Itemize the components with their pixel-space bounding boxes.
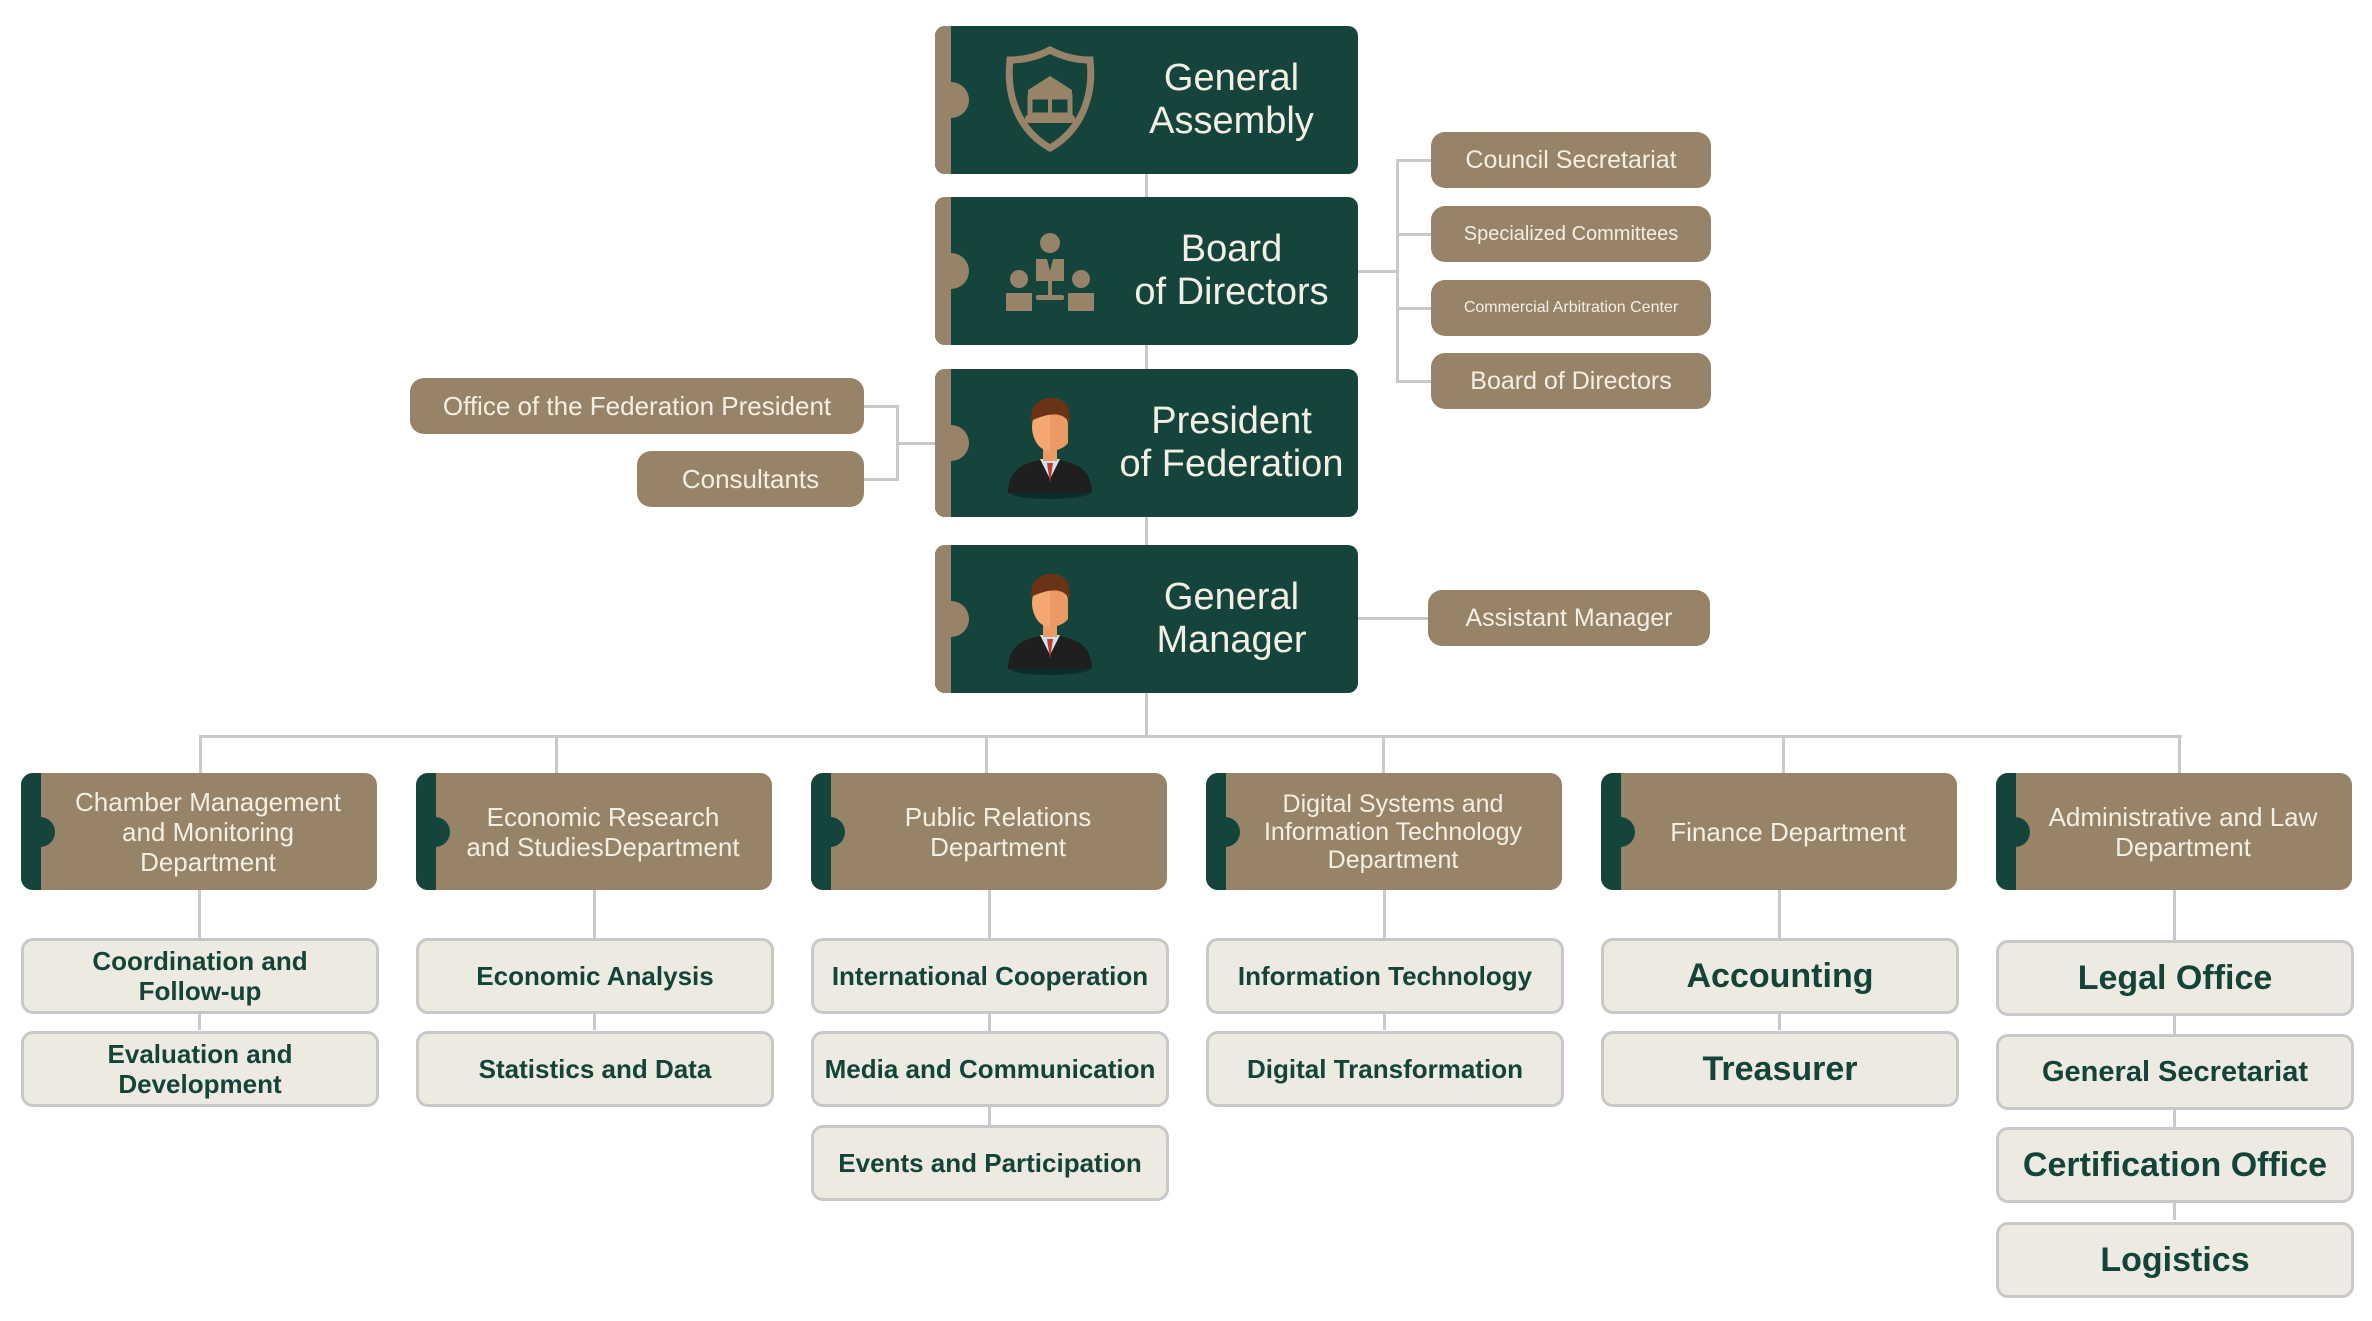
department-finance[interactable]: Finance Department	[1601, 773, 1957, 890]
unit-coordination-follow-up[interactable]: Coordination and Follow-up	[21, 938, 379, 1014]
unit-statistics-data[interactable]: Statistics and Data	[416, 1031, 774, 1107]
dept-notch	[1216, 816, 1240, 847]
connector-department-bus	[199, 735, 2182, 738]
board-of-directors-card[interactable]: Board of Directors	[935, 197, 1358, 345]
connector-board-right	[1358, 270, 1398, 273]
connector-president-left-vertical	[896, 405, 899, 481]
dept-notch	[2006, 816, 2030, 847]
department-title: Finance Department	[1670, 816, 1906, 847]
executive-title: General Manager	[1156, 576, 1307, 661]
dept-notch	[31, 816, 55, 847]
connector-dept-drop	[199, 735, 202, 775]
manager-unit-assistant[interactable]: Assistant Manager	[1428, 590, 1710, 646]
unit-information-technology[interactable]: Information Technology	[1206, 938, 1564, 1014]
dept-notch	[426, 816, 450, 847]
unit-accounting[interactable]: Accounting	[1601, 938, 1959, 1014]
unit-treasurer[interactable]: Treasurer	[1601, 1031, 1959, 1107]
connector-dept-drop	[555, 735, 558, 775]
department-title: Public Relations Department	[904, 801, 1092, 862]
businessman-avatar-icon	[1008, 397, 1092, 499]
executive-title: President of Federation	[1119, 400, 1344, 485]
department-title: Digital Systems and Information Technolo…	[1263, 789, 1523, 874]
department-public-relations[interactable]: Public Relations Department	[811, 773, 1167, 890]
department-title: Administrative and Law Department	[2048, 801, 2318, 862]
unit-evaluation-development[interactable]: Evaluation and Development	[21, 1031, 379, 1107]
unit-logistics[interactable]: Logistics	[1996, 1222, 2354, 1298]
unit-economic-analysis[interactable]: Economic Analysis	[416, 938, 774, 1014]
connector-dept-drop	[2178, 735, 2181, 775]
connector-dept-drop	[1382, 735, 1385, 775]
department-administrative-law[interactable]: Administrative and Law Department	[1996, 773, 2352, 890]
connector-dept-drop	[1782, 735, 1785, 775]
businessman-avatar-icon	[1008, 573, 1092, 675]
board-unit-commercial-arbitration[interactable]: Commercial Arbitration Center	[1431, 280, 1711, 336]
card-notch	[941, 601, 969, 637]
executive-title: General Assembly	[1149, 57, 1314, 142]
executive-title: Board of Directors	[1134, 228, 1329, 313]
department-economic-research[interactable]: Economic Research and StudiesDepartment	[416, 773, 772, 890]
general-assembly-card[interactable]: General Assembly	[935, 26, 1358, 174]
president-unit-office[interactable]: Office of the Federation President	[410, 378, 864, 434]
dept-notch	[821, 816, 845, 847]
connector-board-unit	[1396, 307, 1432, 310]
connector-president-unit	[864, 405, 898, 408]
connector-board-unit	[1396, 159, 1432, 162]
connector-dept-drop	[985, 735, 988, 775]
card-notch	[941, 82, 969, 118]
connector-board-right-vertical	[1396, 159, 1399, 383]
connector-manager-assistant	[1358, 617, 1430, 620]
connector-president-unit	[864, 478, 898, 481]
unit-general-secretariat[interactable]: General Secretariat	[1996, 1034, 2354, 1110]
unit-digital-transformation[interactable]: Digital Transformation	[1206, 1031, 1564, 1107]
unit-certification-office[interactable]: Certification Office	[1996, 1127, 2354, 1203]
card-notch	[941, 253, 969, 289]
department-title: Chamber Management and Monitoring Depart…	[75, 786, 341, 877]
team-hierarchy-icon	[1006, 233, 1094, 311]
unit-international-cooperation[interactable]: International Cooperation	[811, 938, 1169, 1014]
connector-president-left	[896, 442, 936, 445]
building-shield-icon	[1005, 46, 1095, 153]
board-unit-council-secretariat[interactable]: Council Secretariat	[1431, 132, 1711, 188]
unit-events-participation[interactable]: Events and Participation	[811, 1125, 1169, 1201]
general-manager-card[interactable]: General Manager	[935, 545, 1358, 693]
unit-legal-office[interactable]: Legal Office	[1996, 940, 2354, 1016]
board-unit-specialized-committees[interactable]: Specialized Committees	[1431, 206, 1711, 262]
card-notch	[941, 425, 969, 461]
president-unit-consultants[interactable]: Consultants	[637, 451, 864, 507]
connector-board-unit	[1396, 233, 1432, 236]
department-chamber-management[interactable]: Chamber Management and Monitoring Depart…	[21, 773, 377, 890]
connector-board-unit	[1396, 380, 1432, 383]
president-card[interactable]: President of Federation	[935, 369, 1358, 517]
dept-notch	[1611, 816, 1635, 847]
department-digital-systems[interactable]: Digital Systems and Information Technolo…	[1206, 773, 1562, 890]
unit-media-communication[interactable]: Media and Communication	[811, 1031, 1169, 1107]
board-unit-board-of-directors[interactable]: Board of Directors	[1431, 353, 1711, 409]
department-title: Economic Research and StudiesDepartment	[466, 801, 740, 862]
